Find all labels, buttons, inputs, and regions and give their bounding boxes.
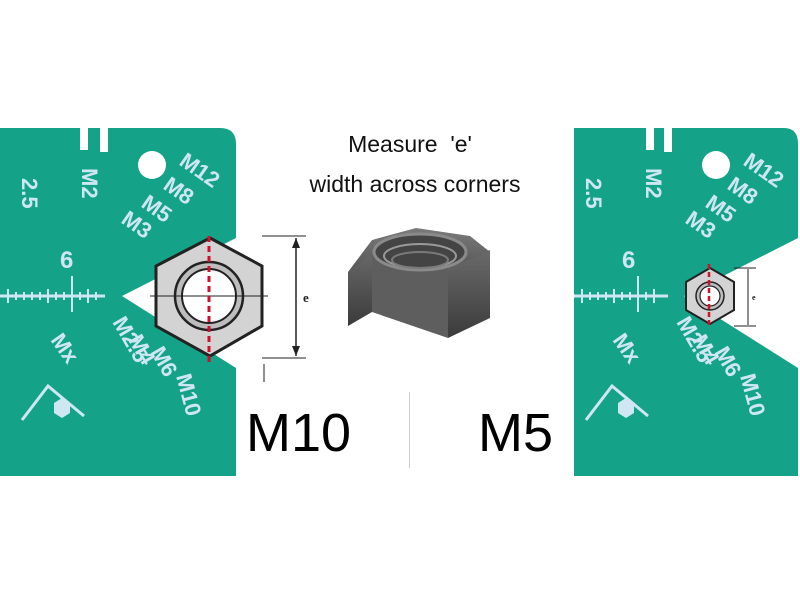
label-m5: M5 [478, 403, 554, 463]
left-label-m2: M2 [77, 168, 102, 199]
nut-side-left [348, 250, 372, 326]
right-ruler-ticks [581, 276, 655, 312]
right-label-m2: M2 [641, 168, 666, 199]
right-mx-symbol [584, 383, 649, 421]
left-ruler-ticks [7, 276, 97, 312]
left-pcb-board [0, 128, 236, 476]
left-slot-2 [100, 128, 108, 152]
left-mx-symbol [20, 383, 85, 421]
right-slot-1 [646, 128, 654, 150]
right-label-six: 6 [622, 247, 635, 274]
nut-side-front [372, 250, 448, 338]
left-dim-arrow-top [292, 238, 300, 248]
left-mx-hex-icon [54, 398, 70, 418]
left-dim-letter: e [303, 290, 309, 305]
nut-thread-2 [391, 251, 449, 269]
right-mounting-hole [702, 151, 730, 179]
right-mx-hex-icon [618, 398, 634, 418]
right-label-pitch: 2.5 [581, 178, 606, 209]
left-label-pitch: 2.5 [17, 178, 42, 209]
left-dim-arrow-bottom [292, 346, 300, 356]
caption-line-2: width across corners [309, 171, 521, 197]
center-divider [409, 392, 410, 468]
left-label-six: 6 [60, 247, 73, 274]
caption-line-1: Measure 'e' [348, 131, 472, 157]
left-mounting-hole [138, 151, 166, 179]
left-slot-1 [80, 128, 88, 150]
nut-side-right [448, 250, 490, 338]
label-m10: M10 [246, 403, 352, 463]
right-dim-letter: e [752, 293, 756, 302]
right-slot-2 [664, 128, 672, 152]
